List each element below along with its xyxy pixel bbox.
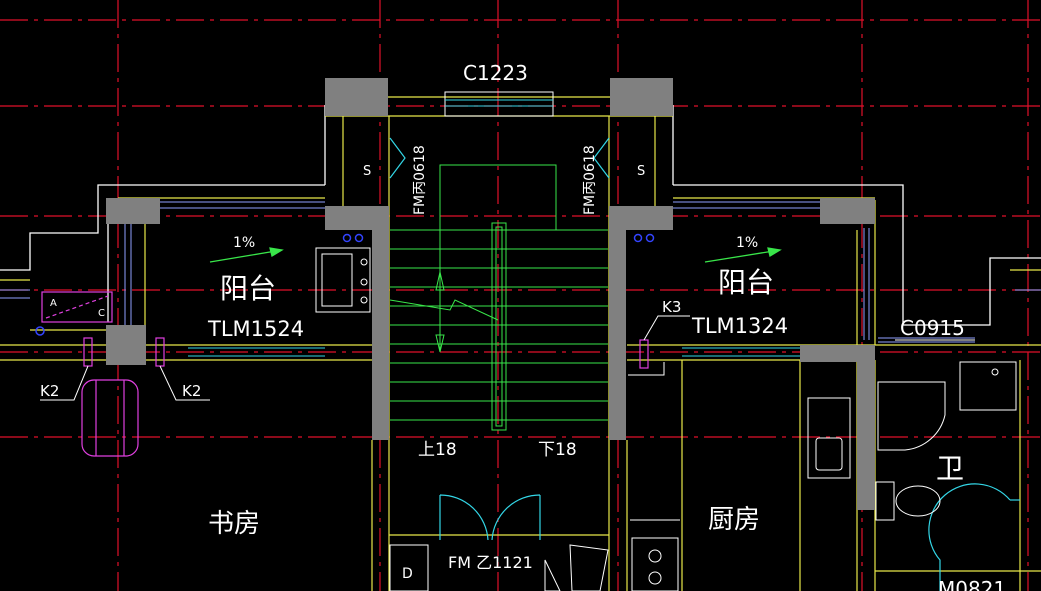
toilet-bowl [895, 485, 941, 517]
slope-arrow-left [209, 249, 283, 263]
label-fire-door-left: FM丙0618 [412, 145, 428, 215]
label-balcony-right: 阳台 [718, 266, 774, 299]
labels: C1223 S S FM丙0618 FM丙0618 1% 1% 阳台 阳台 TL… [40, 61, 1006, 591]
label-room-bathroom: 卫 [936, 452, 964, 485]
wall-outline-right [673, 184, 1041, 326]
leader-k3-tick [628, 362, 665, 376]
stair-break-line [389, 299, 499, 321]
white-fixtures [315, 247, 1017, 591]
label-k2-right: K2 [182, 382, 201, 400]
outer-walls [0, 105, 1041, 326]
stair-arrow-head [435, 271, 445, 291]
slope-arrow-right [704, 249, 781, 263]
door-swing-right [593, 137, 610, 179]
kitchen-sink [807, 397, 851, 479]
basin-tap [991, 368, 999, 376]
column [610, 78, 673, 116]
drain-icon [633, 233, 643, 243]
column [800, 345, 875, 362]
washer-knob [360, 296, 368, 304]
label-slope-left: 1% [233, 235, 255, 251]
stove-burner [648, 549, 662, 563]
fixtures [41, 291, 649, 457]
leader-k3 [643, 315, 690, 341]
column [325, 206, 389, 230]
label-cabinet-d: D [402, 566, 413, 582]
label-s-right: S [637, 164, 645, 179]
label-entry-door: FM 乙1121 [448, 553, 533, 572]
entry-door-right-swing [491, 494, 541, 541]
slope-arrow-head [767, 247, 782, 258]
washer-knob [360, 258, 368, 266]
label-balcony-left: 阳台 [220, 272, 276, 305]
ac-unit-box [41, 291, 113, 323]
bath-door-swing [928, 483, 1011, 591]
columns [106, 78, 875, 510]
window-c1223 [444, 91, 554, 117]
door-leaf [544, 559, 561, 591]
door-swing-left [389, 137, 406, 179]
label-box-c: C [98, 308, 105, 319]
slope-arrow-head [269, 247, 284, 258]
label-fire-door-right: FM丙0618 [582, 145, 598, 215]
windows [0, 91, 1041, 357]
stair-handrail [491, 222, 507, 431]
label-door-tlm1524: TLM1524 [207, 317, 304, 341]
shower-tray [877, 381, 946, 451]
label-s-left: S [363, 164, 371, 179]
toilet-tank [875, 481, 895, 521]
washer-body [321, 253, 353, 307]
drain-icon [645, 233, 655, 243]
stair-handrail-inner [495, 226, 503, 427]
column [106, 325, 146, 365]
column [609, 230, 626, 440]
label-window-c0915: C0915 [900, 316, 965, 340]
label-stair-up: 上18 [418, 440, 457, 460]
floor-drains [35, 233, 655, 336]
stair-arrow-path [439, 164, 557, 300]
leader-k2-right [159, 365, 210, 401]
drain-icon [354, 233, 364, 243]
stove-burner [648, 571, 662, 585]
drain-icon [35, 326, 45, 336]
label-stair-down: 下18 [538, 440, 577, 460]
wall-outline-left [0, 184, 325, 271]
entry-door-left-swing [439, 494, 489, 541]
doors [389, 137, 1020, 591]
bath-basin [959, 361, 1017, 411]
column [857, 345, 875, 510]
furniture-outline [81, 379, 139, 457]
staircase [389, 164, 608, 438]
column [372, 230, 389, 440]
slope-arrows [209, 247, 782, 263]
washer-outline [315, 247, 371, 313]
stove-outline [631, 537, 679, 591]
column [325, 78, 388, 116]
label-k3: K3 [662, 298, 681, 316]
ac-unit-diagonal [45, 295, 109, 319]
kitchen-sink-basin [815, 437, 843, 471]
leader-lines [40, 315, 975, 401]
closet-outline [569, 544, 609, 591]
k3-marker [639, 339, 649, 369]
label-door-m0821: M0821 [938, 577, 1006, 591]
label-k2-left: K2 [40, 382, 59, 400]
label-box-a: A [50, 298, 57, 309]
stair-arrow-head [435, 334, 445, 353]
cabinet-d [389, 544, 429, 591]
label-window-c1223: C1223 [463, 61, 528, 85]
label-room-kitchen: 厨房 [708, 505, 760, 535]
label-room-study: 书房 [208, 509, 260, 539]
column [820, 198, 875, 224]
stair-area [390, 230, 608, 438]
label-door-tlm1324: TLM1324 [691, 314, 788, 338]
column [106, 198, 160, 224]
label-slope-right: 1% [736, 235, 758, 251]
drain-icon [342, 233, 352, 243]
washer-knob [360, 278, 368, 286]
leader-k2-left [40, 365, 89, 401]
column [609, 206, 673, 230]
